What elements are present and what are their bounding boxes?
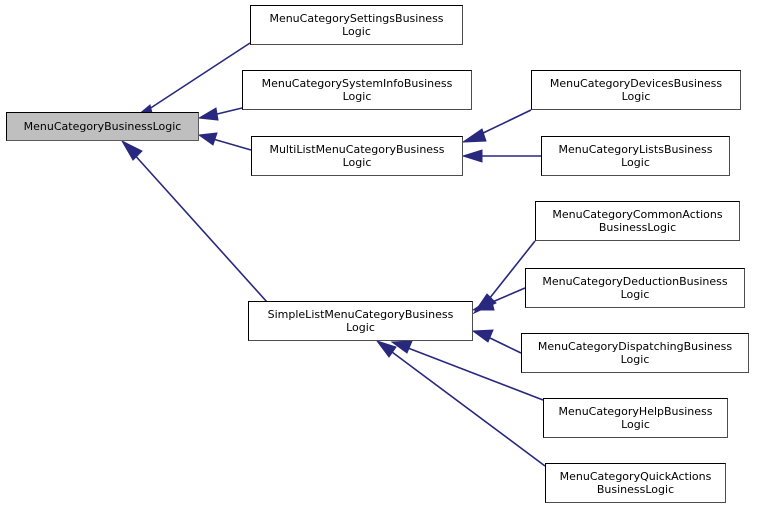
class-node-label: MenuCategoryHelpBusiness Logic [558, 405, 713, 431]
class-node-menu-category-settings-business-logic[interactable]: MenuCategorySettingsBusiness Logic [250, 5, 463, 45]
class-node-menu-category-common-actions-business-logic[interactable]: MenuCategoryCommonActions BusinessLogic [535, 201, 740, 241]
edge-settings-to-root [130, 42, 251, 121]
edge-multilist-to-root [197, 132, 252, 151]
class-node-label: MenuCategoryDeductionBusiness Logic [542, 275, 728, 301]
class-node-label: MenuCategoryDispatchingBusiness Logic [537, 340, 733, 366]
class-node-menu-category-deduction-business-logic[interactable]: MenuCategoryDeductionBusiness Logic [525, 268, 745, 308]
class-node-label: MenuCategoryListsBusiness Logic [558, 143, 713, 169]
edge-dispatching-to-simplelist [471, 329, 522, 354]
class-node-label: MenuCategorySystemInfoBusiness Logic [261, 77, 453, 103]
class-node-menu-category-dispatching-business-logic[interactable]: MenuCategoryDispatchingBusiness Logic [521, 333, 749, 373]
edge-deduction-to-simplelist [471, 287, 526, 311]
edge-quickactions-to-simplelist [375, 340, 546, 467]
class-node-menu-category-devices-business-logic[interactable]: MenuCategoryDevicesBusiness Logic [531, 70, 741, 110]
class-node-menu-category-help-business-logic[interactable]: MenuCategoryHelpBusiness Logic [543, 398, 728, 438]
class-node-label: MenuCategorySettingsBusiness Logic [269, 12, 444, 38]
edge-systeminfo-to-root [197, 107, 243, 121]
class-node-label: MenuCategoryQuickActions BusinessLogic [559, 470, 712, 496]
class-node-label: SimpleListMenuCategoryBusiness Logic [267, 308, 454, 334]
class-node-label: MenuCategoryDevicesBusiness Logic [549, 77, 723, 103]
class-node-menu-category-system-info-business-logic[interactable]: MenuCategorySystemInfoBusiness Logic [242, 70, 472, 110]
class-node-multi-list-menu-category-business-logic[interactable]: MultiListMenuCategoryBusiness Logic [251, 136, 463, 176]
class-node-label: MultiListMenuCategoryBusiness Logic [269, 143, 445, 169]
class-node-label: MenuCategoryCommonActions BusinessLogic [552, 208, 723, 234]
class-node-simple-list-menu-category-business-logic[interactable]: SimpleListMenuCategoryBusiness Logic [248, 301, 473, 341]
class-node-label: MenuCategoryBusinessLogic [23, 120, 182, 133]
edge-devices-to-multilist [461, 109, 532, 143]
edge-lists-to-multilist [461, 149, 541, 163]
class-node-menu-category-business-logic[interactable]: MenuCategoryBusinessLogic [6, 112, 199, 141]
edge-simplelist-to-root [120, 139, 268, 303]
class-node-menu-category-quick-actions-business-logic[interactable]: MenuCategoryQuickActions BusinessLogic [545, 463, 726, 503]
class-node-menu-category-lists-business-logic[interactable]: MenuCategoryListsBusiness Logic [541, 136, 730, 176]
